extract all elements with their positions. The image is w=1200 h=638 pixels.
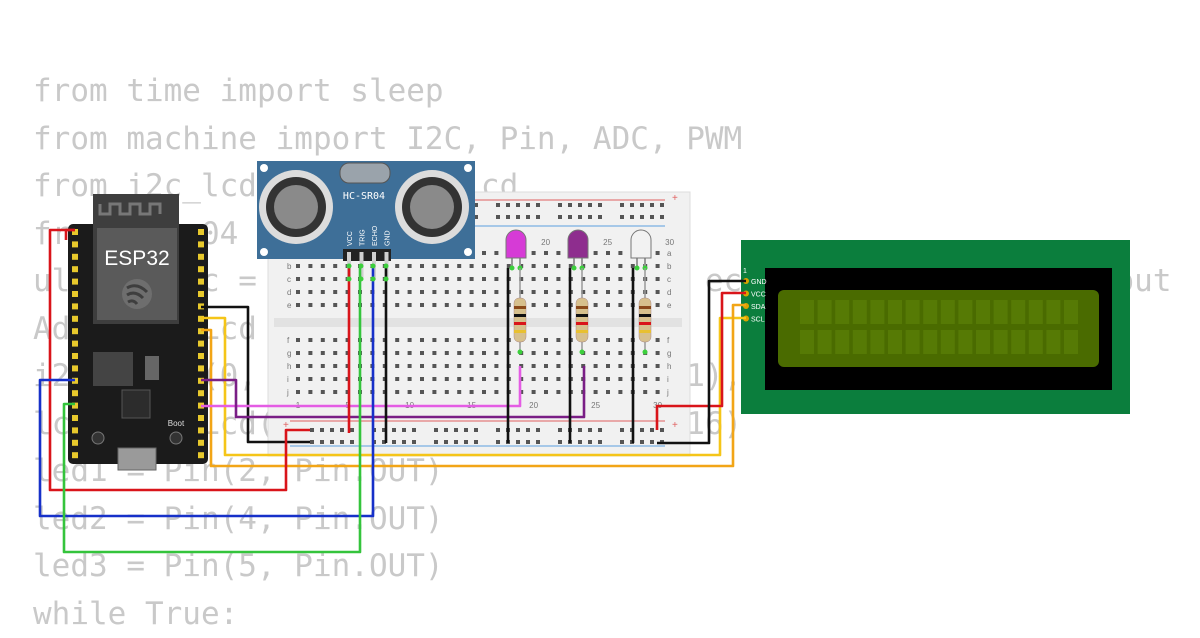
esp32-pin-left[interactable] xyxy=(72,365,78,371)
wire-endpoint xyxy=(347,277,352,282)
lcd-pin-label: SCL xyxy=(751,317,765,324)
esp32-pin-left[interactable] xyxy=(72,353,78,359)
esp32-chip-b xyxy=(122,390,150,418)
esp32-pin-right[interactable] xyxy=(198,279,204,285)
bb-row-label: h xyxy=(667,362,671,371)
esp32-pin-left[interactable] xyxy=(72,279,78,285)
esp32-pin-left[interactable] xyxy=(72,427,78,433)
esp32-label: ESP32 xyxy=(104,247,169,270)
wire-endpoint xyxy=(371,264,376,269)
led-bulb-icon xyxy=(631,230,651,258)
wire-endpoint xyxy=(384,264,389,269)
sensor-crystal xyxy=(340,163,390,183)
esp32-pin-right[interactable] xyxy=(198,427,204,433)
esp32-pin-left[interactable] xyxy=(72,316,78,322)
esp32-pin-right[interactable] xyxy=(198,291,204,297)
esp32-regulator xyxy=(145,356,159,380)
sensor-label: HC-SR04 xyxy=(343,191,385,202)
lcd-pin-label: VCC xyxy=(751,292,766,299)
esp32-pin-right[interactable] xyxy=(198,365,204,371)
esp32-pin-right[interactable] xyxy=(198,229,204,235)
wire-endpoint xyxy=(359,277,364,282)
esp32-pin-right[interactable] xyxy=(198,341,204,347)
bb-row-label: j xyxy=(286,388,289,397)
bb-col-number: 25 xyxy=(603,238,612,247)
led-bulb-icon xyxy=(568,230,588,258)
bb-row-label: d xyxy=(667,288,671,297)
rail-plus-top: + xyxy=(672,193,678,204)
esp32-pin-right[interactable] xyxy=(198,241,204,247)
bb-row-label: d xyxy=(287,288,291,297)
bb-col-number: 25 xyxy=(591,401,600,410)
bb-row-label: h xyxy=(287,362,291,371)
lcd-pin-label: SDA xyxy=(751,304,766,311)
esp32-pin-right[interactable] xyxy=(198,440,204,446)
esp32-pin-left[interactable] xyxy=(72,341,78,347)
bb-row-label: e xyxy=(287,301,292,310)
bb-row-label: i xyxy=(287,375,289,384)
esp32-pin-left[interactable] xyxy=(72,266,78,272)
sensor-pin-label: ECHO xyxy=(372,225,379,246)
bb-row-label: i xyxy=(667,375,669,384)
bb-col-number: 20 xyxy=(541,238,550,247)
usb-port xyxy=(118,448,156,470)
esp32-board: ESP32 Boot xyxy=(68,194,208,470)
bb-row-label: c xyxy=(287,275,291,284)
esp32-pin-left[interactable] xyxy=(72,440,78,446)
esp32-pin-left[interactable] xyxy=(72,452,78,458)
sensor-pin-label: TRIG xyxy=(360,229,367,246)
bb-col-number: 30 xyxy=(665,238,674,247)
esp32-pin-left[interactable] xyxy=(72,241,78,247)
bb-row-label: g xyxy=(667,349,671,358)
sensor-pin-label: VCC xyxy=(347,231,354,246)
boot-label: Boot xyxy=(168,419,185,428)
esp32-pin-left[interactable] xyxy=(72,291,78,297)
esp32-pin-right[interactable] xyxy=(198,452,204,458)
esp32-pin-left[interactable] xyxy=(72,328,78,334)
esp32-pin-right[interactable] xyxy=(198,390,204,396)
wire-endpoint xyxy=(347,264,352,269)
led-bulb-icon xyxy=(506,230,526,258)
espressif-logo-icon xyxy=(122,279,152,309)
esp32-pin-left[interactable] xyxy=(72,303,78,309)
rail-plus-bottom: + xyxy=(672,420,678,431)
esp32-pin-left[interactable] xyxy=(72,254,78,260)
esp32-pin-left[interactable] xyxy=(72,390,78,396)
sensor-pin-label: GND xyxy=(385,230,392,246)
lcd-module: 1 GND VCC SDA SCL xyxy=(741,240,1130,414)
bb-row-label: c xyxy=(667,275,671,284)
wire-endpoint xyxy=(384,277,389,282)
antenna-trace xyxy=(100,204,160,214)
bb-row-label: b xyxy=(667,262,672,271)
esp32-pin-left[interactable] xyxy=(72,415,78,421)
transducer-right-icon xyxy=(395,170,469,244)
bb-row-label: e xyxy=(667,301,672,310)
esp32-pin-right[interactable] xyxy=(198,353,204,359)
en-button[interactable] xyxy=(92,432,104,444)
bb-row-label: b xyxy=(287,262,292,271)
esp32-pin-right[interactable] xyxy=(198,254,204,260)
esp32-chip-a xyxy=(93,352,133,386)
bb-row-label: a xyxy=(667,249,672,258)
transducer-left-icon xyxy=(259,170,333,244)
lcd-pin-one-label: 1 xyxy=(743,268,747,275)
wire-endpoint xyxy=(359,264,364,269)
esp32-pin-right[interactable] xyxy=(198,266,204,272)
boot-button[interactable] xyxy=(170,432,182,444)
wire-endpoint xyxy=(371,277,376,282)
bb-row-label: j xyxy=(666,388,669,397)
bb-row-label: g xyxy=(287,349,291,358)
esp32-pin-right[interactable] xyxy=(198,415,204,421)
bb-col-number: 20 xyxy=(529,401,538,410)
lcd-pin-label: GND xyxy=(751,279,767,286)
